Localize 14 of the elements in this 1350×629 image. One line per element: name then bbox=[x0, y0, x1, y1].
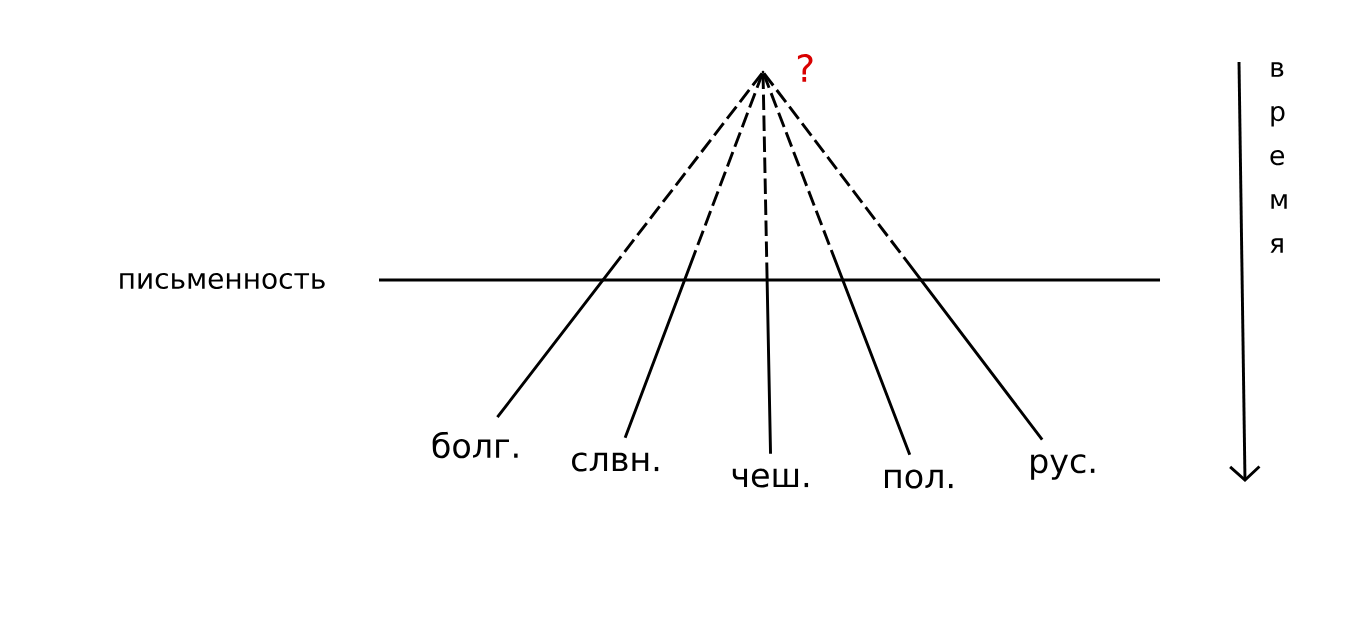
language-label: болг. bbox=[432, 431, 518, 459]
language-label: слвн. bbox=[572, 452, 659, 472]
apex-point bbox=[761, 70, 765, 74]
branch-line bbox=[623, 73, 764, 439]
branch-line bbox=[762, 72, 912, 456]
language-label: чеш. bbox=[732, 468, 809, 488]
question-mark: ? bbox=[797, 54, 813, 82]
language-label: рус. bbox=[1031, 454, 1095, 480]
level-label: письменность bbox=[120, 272, 325, 290]
language-label: пол. bbox=[885, 469, 953, 489]
branch-line bbox=[496, 72, 764, 419]
branch-line bbox=[762, 72, 1044, 441]
time-label: время bbox=[1270, 62, 1287, 253]
branch-line bbox=[761, 73, 772, 454]
